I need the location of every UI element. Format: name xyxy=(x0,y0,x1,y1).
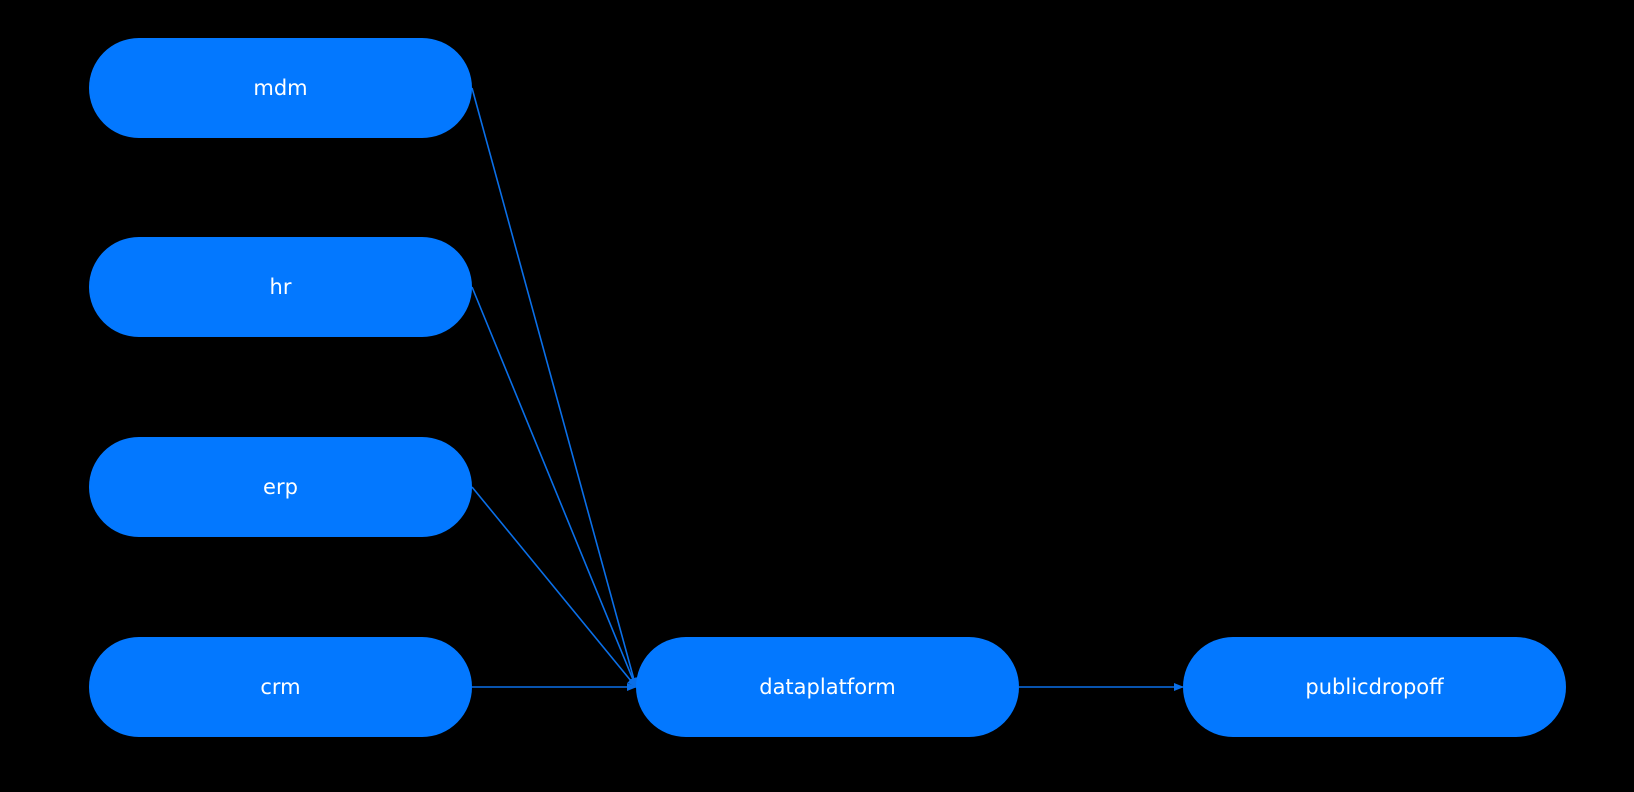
node-publicdropoff-label: publicdropoff xyxy=(1305,675,1444,699)
node-mdm[interactable]: mdm xyxy=(89,38,472,138)
edge-mdm-to-dataplatform xyxy=(471,87,638,688)
node-crm[interactable]: crm xyxy=(89,637,472,737)
node-dataplatform[interactable]: dataplatform xyxy=(636,637,1019,737)
node-erp[interactable]: erp xyxy=(89,437,472,537)
node-hr[interactable]: hr xyxy=(89,237,472,337)
node-publicdropoff[interactable]: publicdropoff xyxy=(1183,637,1566,737)
node-dataplatform-label: dataplatform xyxy=(759,675,896,699)
node-crm-label: crm xyxy=(260,675,301,699)
edge-hr-to-dataplatform xyxy=(471,286,637,688)
node-mdm-label: mdm xyxy=(253,76,308,100)
node-erp-label: erp xyxy=(263,475,298,499)
node-hr-label: hr xyxy=(269,275,292,299)
edge-erp-to-dataplatform xyxy=(471,486,637,688)
